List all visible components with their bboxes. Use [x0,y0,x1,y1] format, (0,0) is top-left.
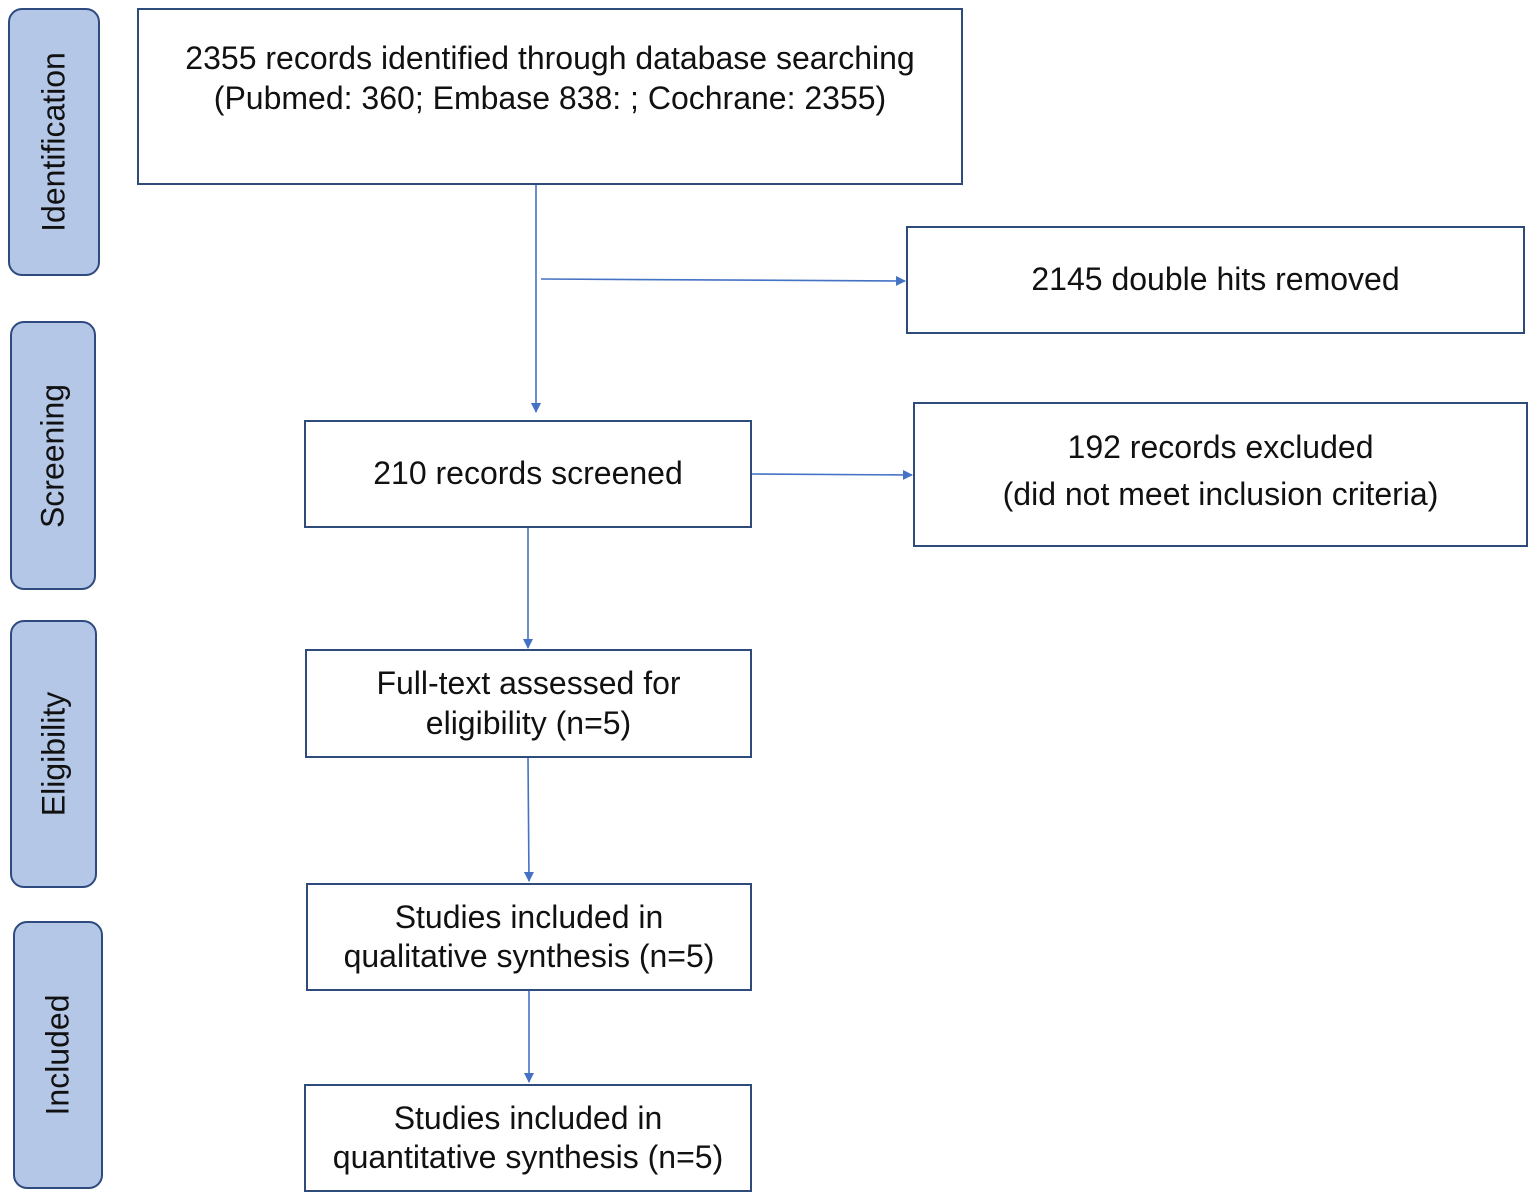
quantitative-synthesis-box: Studies included in quantitative synthes… [304,1084,752,1192]
quantitative-synthesis-line1: Studies included in [393,1099,663,1136]
qualitative-synthesis-box: Studies included in qualitative synthesi… [306,883,752,991]
records-excluded-box: 192 records excluded (did not meet inclu… [913,402,1528,547]
double-hits-removed-box: 2145 double hits removed [906,226,1525,334]
full-text-assessed-box: Full-text assessed for eligibility (n=5) [305,649,752,758]
records-identified-box: 2355 records identified through database… [137,8,963,185]
full-text-assessed-line2: eligibility (n=5) [425,704,632,741]
arrow-to-double-hits [540,275,906,286]
qualitative-synthesis-line2: qualitative synthesis (n=5) [343,938,715,974]
stage-identification: Identification [8,8,100,276]
double-hits-removed-text: 2145 double hits removed [1031,261,1400,298]
qualitative-synthesis-line1: Studies included in [394,898,664,935]
records-excluded-line2: (did not meet inclusion criteria) [1002,475,1439,512]
stage-eligibility: Eligibility [10,620,97,888]
records-screened-text: 210 records screened [373,455,683,492]
stage-included: Included [13,921,103,1189]
arrow-fulltext-to-qualitative [523,756,534,882]
quantitative-synthesis-line2: quantitative synthesis (n=5) [332,1139,724,1175]
stage-screening: Screening [10,321,96,590]
records-screened-box: 210 records screened [304,420,752,528]
records-identified-line2: (Pubmed: 360; Embase 838: ; Cochrane: 23… [213,79,887,116]
full-text-assessed-line1: Full-text assessed for [376,665,681,702]
records-identified-line1: 2355 records identified through database… [185,40,915,77]
arrow-screened-to-excluded [750,469,913,480]
records-excluded-line1: 192 records excluded [1067,429,1374,466]
